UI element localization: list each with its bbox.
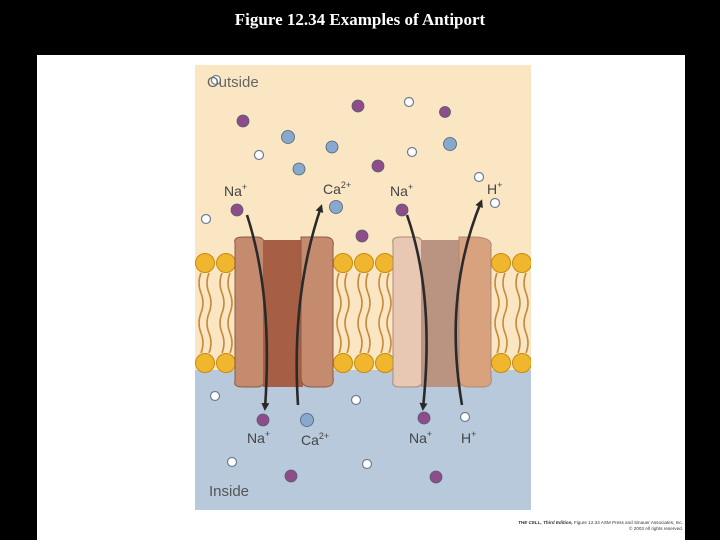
lipid-head (512, 353, 531, 373)
lipid-tail (386, 312, 392, 354)
lipid-tail (336, 272, 342, 314)
lipid-tail (198, 312, 204, 354)
label-out-na-left: Na+ (224, 182, 247, 199)
lipid-tail (206, 312, 212, 354)
proton (209, 390, 221, 402)
lipid-head (491, 353, 511, 373)
proton (489, 197, 501, 209)
lipid-tail (502, 272, 508, 314)
lipid-tail (523, 312, 529, 354)
credit-publisher: Figure 12.34 ASM Press and Sinauer Assoc… (572, 520, 683, 525)
transport-arrows (245, 199, 483, 411)
lipid-head (333, 253, 353, 273)
proton (459, 411, 471, 423)
proton (226, 456, 238, 468)
sodium-ion (417, 411, 431, 425)
na-ca-exchanger (234, 236, 334, 388)
proton (361, 458, 373, 470)
inside-label: Inside (209, 483, 249, 500)
lipid-tail (357, 272, 363, 314)
lipid-head (333, 353, 353, 373)
lipid-head (354, 253, 374, 273)
lipid-bilayer (195, 253, 531, 373)
lipid-tail (494, 312, 500, 354)
lipid-tail (515, 272, 521, 314)
sodium-ion (439, 106, 451, 118)
calcium-ion (329, 200, 343, 214)
label-in-na-left: Na+ (247, 429, 270, 446)
lipid-head (354, 353, 374, 373)
label-in-ca: Ca2+ (301, 431, 329, 448)
sodium-ion (236, 114, 250, 128)
h-outward-arrow (454, 199, 483, 406)
na-inward-arrow-left (245, 214, 270, 411)
inside-region (195, 370, 531, 510)
proton (350, 394, 362, 406)
calcium-ion (300, 413, 314, 427)
lipid-head (216, 353, 236, 373)
lipid-tail (378, 312, 384, 354)
proton (473, 171, 485, 183)
label-out-h: H+ (487, 180, 502, 197)
lipid-tail (227, 312, 233, 354)
sodium-ion (351, 99, 365, 113)
sodium-ion (284, 469, 298, 483)
calcium-ion (292, 162, 306, 176)
sodium-ion (355, 229, 369, 243)
lipid-head (512, 253, 531, 273)
lipid-tail (206, 272, 212, 314)
calcium-ion (443, 137, 457, 151)
calcium-ion (325, 140, 339, 154)
sodium-ion (371, 159, 385, 173)
label-out-ca: Ca2+ (323, 180, 351, 197)
lipid-tail (365, 272, 371, 314)
lipid-head (216, 253, 236, 273)
sodium-ion (256, 413, 270, 427)
lipid-tail (378, 272, 384, 314)
ca-outward-arrow (295, 204, 324, 406)
label-in-h: H+ (461, 429, 476, 446)
label-out-na-right: Na+ (390, 182, 413, 199)
lipid-tail (502, 312, 508, 354)
lipid-tail (336, 312, 342, 354)
calcium-ion (281, 130, 295, 144)
lipid-tail (523, 272, 529, 314)
lipid-tail (344, 312, 350, 354)
sodium-ion (230, 203, 244, 217)
proton (253, 149, 265, 161)
lipid-head (195, 353, 215, 373)
ion-layer (200, 74, 501, 484)
lipid-tail (219, 312, 225, 354)
slide-title: Figure 12.34 Examples of Antiport (234, 10, 486, 29)
lipid-tail (344, 272, 350, 314)
lipid-tail (494, 272, 500, 314)
lipid-tail (365, 312, 371, 354)
lipid-tail (386, 272, 392, 314)
lipid-head (375, 253, 395, 273)
sodium-ion (429, 470, 443, 484)
sodium-ion (395, 203, 409, 217)
lipid-head (195, 253, 215, 273)
lipid-head (375, 353, 395, 373)
antiport-diagram: Outside Inside Na+ Ca2+ Na+ H+ Na+ Ca2+ … (195, 65, 531, 510)
lipid-tail (198, 272, 204, 314)
na-h-exchanger (392, 236, 492, 388)
outside-label: Outside (207, 74, 259, 91)
credit-book: THE CELL, Third Edition, (518, 520, 573, 525)
figure-credit: THE CELL, Third Edition, Figure 12.34 AS… (445, 520, 683, 532)
lipid-tail (227, 272, 233, 314)
proton (210, 74, 222, 86)
na-inward-arrow-right (405, 214, 428, 411)
proton (406, 146, 418, 158)
lipid-tail (219, 272, 225, 314)
lipid-tail (357, 312, 363, 354)
lipid-head (491, 253, 511, 273)
credit-rights: © 2003 All rights reserved. (629, 526, 683, 531)
lipid-tail (515, 312, 521, 354)
label-in-na-right: Na+ (409, 429, 432, 446)
proton (403, 96, 415, 108)
proton (200, 213, 212, 225)
